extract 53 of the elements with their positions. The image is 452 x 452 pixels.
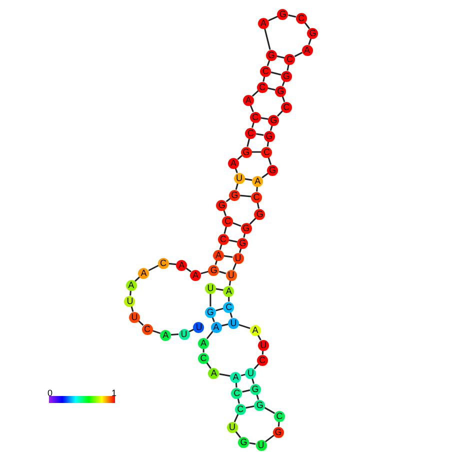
- connector-line: [206, 330, 214, 340]
- connector-line: [219, 373, 230, 377]
- connector-line: [210, 294, 212, 306]
- connector-line: [235, 382, 238, 388]
- connector-line: [232, 222, 242, 227]
- connector-line: [168, 262, 176, 266]
- connector-line: [186, 268, 192, 272]
- connector-line: [308, 38, 312, 46]
- connector-line: [286, 64, 290, 71]
- connector-line: [216, 308, 224, 312]
- scale-label: 1: [112, 389, 116, 398]
- connector-line: [264, 28, 271, 50]
- connector-line: [232, 262, 237, 270]
- connector-line: [238, 324, 250, 330]
- connector-line: [250, 104, 254, 112]
- connector-line: [246, 138, 250, 147]
- connector-line: [260, 117, 268, 120]
- connector-line: [294, 52, 303, 58]
- connector-line: [262, 172, 269, 178]
- connector-line: [218, 270, 226, 274]
- connector-line: [264, 407, 276, 414]
- connector-line: [277, 110, 284, 117]
- connector-line: [256, 186, 258, 192]
- connector-line: [228, 296, 230, 302]
- connector-line: [224, 255, 233, 258]
- connector-line: [254, 364, 260, 370]
- connector-line: [256, 133, 264, 136]
- connector-line: [130, 290, 132, 296]
- connector-line: [270, 72, 282, 76]
- connector-line: [237, 155, 242, 160]
- connector-line: [242, 389, 250, 393]
- scale-label: 0: [48, 389, 52, 398]
- connector-line: [264, 434, 274, 442]
- connector-line: [216, 288, 224, 291]
- connector-line: [221, 324, 228, 326]
- connector-line: [268, 16, 278, 22]
- connector-line: [234, 414, 239, 422]
- connector-line: [267, 87, 276, 91]
- connector-line: [148, 264, 159, 272]
- connector-line: [278, 421, 280, 427]
- connector-line: [244, 178, 252, 181]
- connector-line: [240, 374, 246, 376]
- connector-line: [249, 442, 256, 445]
- connector-line: [288, 14, 296, 18]
- connector-line: [240, 194, 252, 198]
- connector-line: [171, 334, 179, 336]
- connector-line: [249, 217, 257, 225]
- connector-line: [230, 312, 233, 318]
- connector-line: [152, 330, 161, 334]
- connector-line: [276, 55, 285, 59]
- connector-line: [219, 244, 222, 250]
- connector-line: [252, 151, 262, 153]
- connector-line: [200, 270, 209, 274]
